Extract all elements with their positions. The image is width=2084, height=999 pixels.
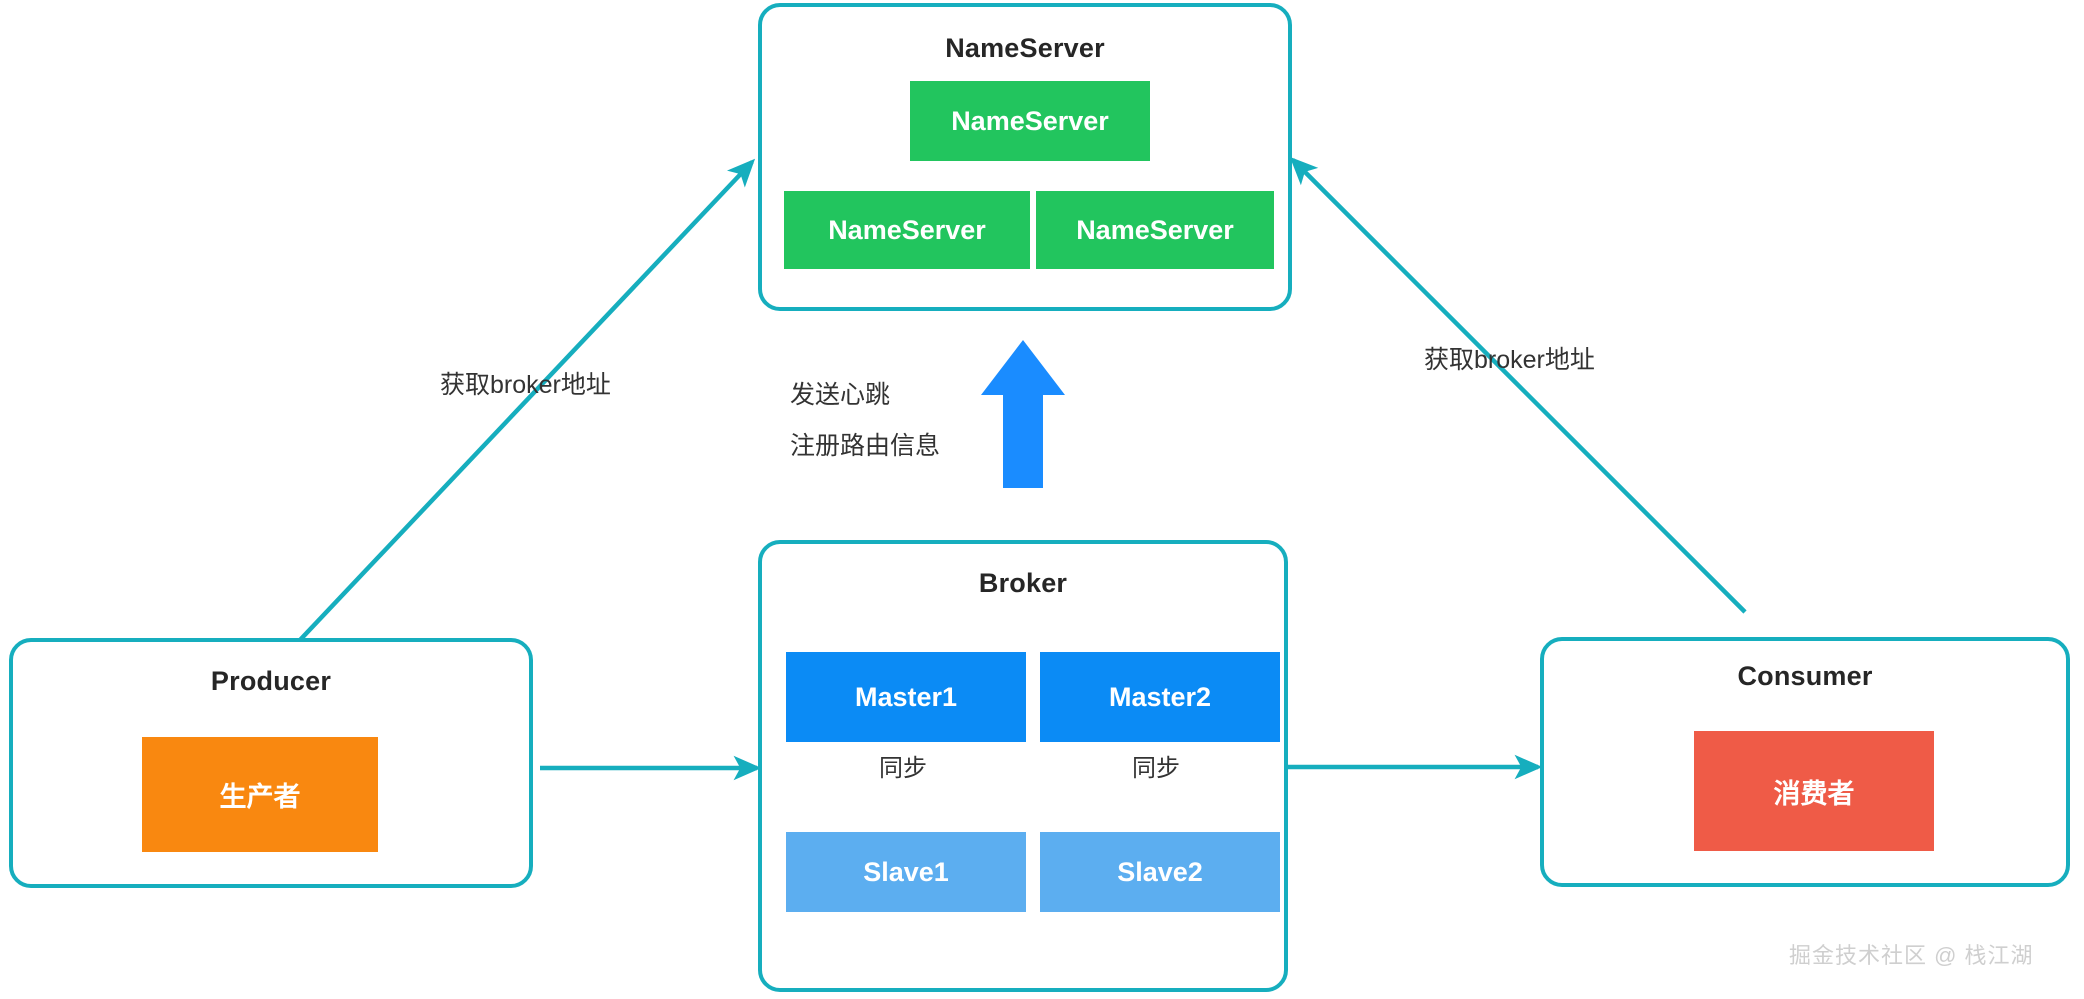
broker-master-2[interactable]: Master2 bbox=[1040, 652, 1280, 742]
broker-container: Broker Master1 Master2 Slave1 Slave2 bbox=[758, 540, 1288, 992]
consumer-node[interactable]: 消费者 bbox=[1694, 731, 1934, 851]
consumer-node-label: 消费者 bbox=[1773, 778, 1855, 809]
consumer-title: Consumer bbox=[1737, 661, 1873, 691]
sync-label-1: 同步 bbox=[879, 755, 927, 782]
edge-label-heartbeat-line1: 发送心跳 bbox=[790, 381, 891, 409]
nameserver-node-3-label: NameServer bbox=[1076, 214, 1234, 245]
arrow-consumer-to-nameserver bbox=[1289, 156, 1747, 614]
edge-label-heartbeat-line2: 注册路由信息 bbox=[790, 432, 941, 460]
broker-master-2-label: Master2 bbox=[1108, 681, 1212, 712]
nameserver-node-3[interactable]: NameServer bbox=[1036, 191, 1274, 269]
arrow-broker-heartbeat bbox=[981, 340, 1065, 488]
broker-slave-2[interactable]: Slave2 bbox=[1040, 832, 1280, 912]
nameserver-node-2-label: NameServer bbox=[828, 214, 986, 245]
broker-slave-1[interactable]: Slave1 bbox=[786, 832, 1026, 912]
nameserver-node-1-label: NameServer bbox=[951, 105, 1109, 136]
producer-node-label: 生产者 bbox=[219, 782, 301, 812]
edge-label-producer-to-nameserver: 获取broker地址 bbox=[440, 371, 611, 399]
broker-master-1-label: Master1 bbox=[854, 681, 958, 712]
consumer-container: Consumer 消费者 bbox=[1540, 637, 2070, 887]
nameserver-node-1[interactable]: NameServer bbox=[910, 81, 1150, 161]
broker-slave-2-label: Slave2 bbox=[1117, 856, 1203, 887]
producer-container: Producer 生产者 bbox=[9, 638, 533, 888]
nameserver-node-2[interactable]: NameServer bbox=[784, 191, 1030, 269]
broker-master-1[interactable]: Master1 bbox=[786, 652, 1026, 742]
edge-label-consumer-to-nameserver: 获取broker地址 bbox=[1424, 346, 1595, 374]
sync-label-2: 同步 bbox=[1132, 755, 1180, 782]
watermark-text: 掘金技术社区 @ 栈江湖 bbox=[1789, 943, 2034, 968]
broker-slave-1-label: Slave1 bbox=[863, 856, 949, 887]
nameserver-container: NameServer NameServer NameServer NameSer… bbox=[758, 3, 1292, 311]
broker-title: Broker bbox=[978, 568, 1068, 598]
producer-node[interactable]: 生产者 bbox=[142, 737, 378, 852]
nameserver-title: NameServer bbox=[945, 33, 1105, 63]
producer-title: Producer bbox=[210, 666, 332, 696]
